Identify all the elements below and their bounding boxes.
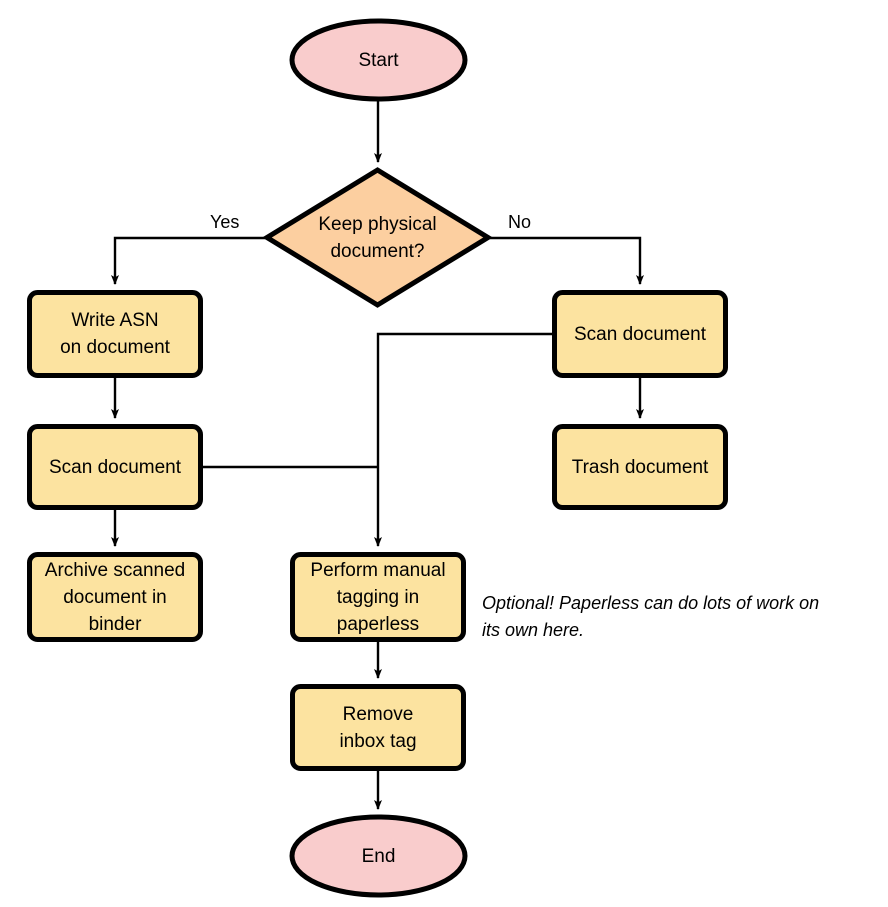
node-write-asn: [27, 290, 203, 378]
edge-decision-no: [490, 236, 644, 285]
edges-layer: [111, 101, 644, 810]
edge-label-label-yes: Yes: [210, 212, 240, 232]
node-end: [289, 814, 468, 898]
node-trash: [552, 424, 728, 510]
node-archive: [27, 552, 203, 642]
annotation-optional-note: Optional! Paperless can do lots of work …: [482, 593, 820, 640]
edge-label-label-no: No: [508, 212, 532, 232]
node-start: [289, 18, 468, 102]
node-decision: [262, 167, 493, 308]
node-remove-inbox: [290, 684, 466, 771]
node-scan-left: [27, 424, 203, 510]
nodes-layer: [27, 18, 728, 898]
node-manual-tag: [290, 552, 466, 642]
edge-scan-right-to-manual: [374, 332, 552, 547]
node-scan-right: [552, 290, 728, 378]
edge-decision-yes: [111, 236, 265, 285]
